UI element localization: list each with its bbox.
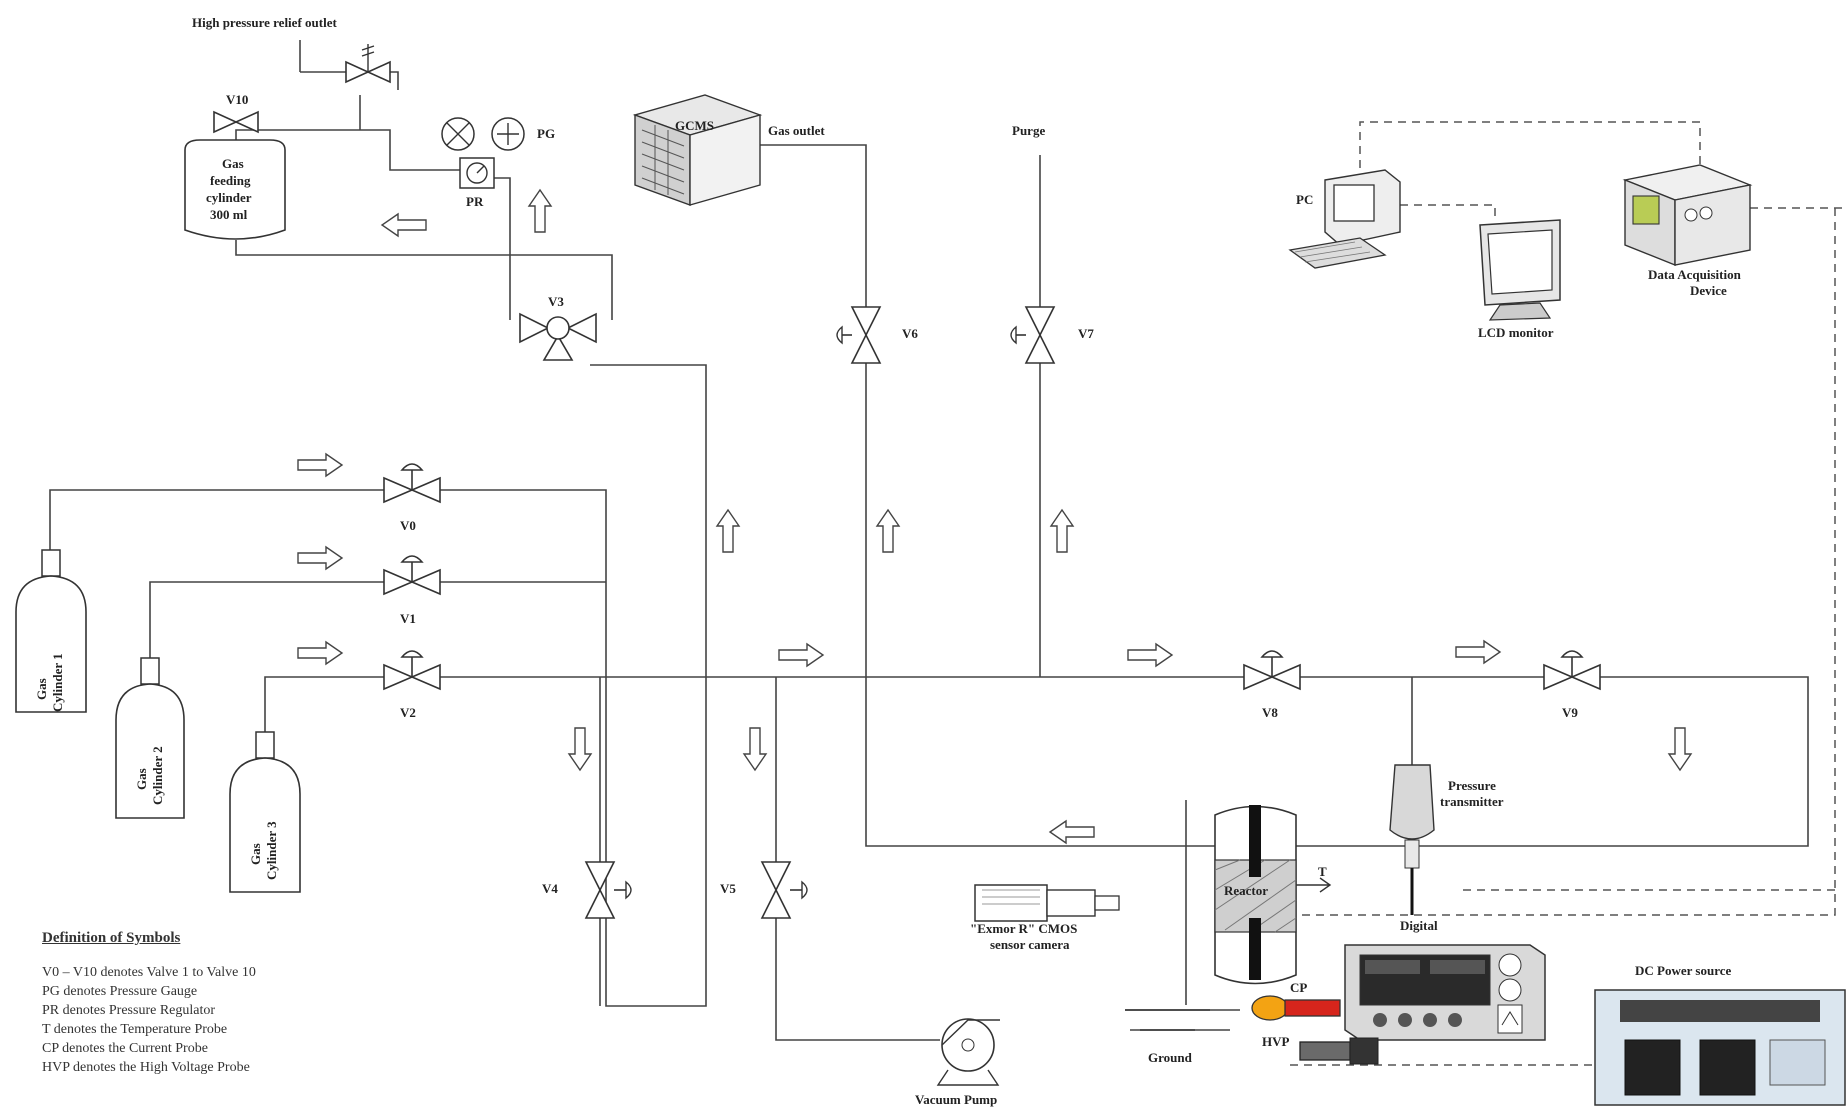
feed-cyl-label-3: cylinder [206, 190, 252, 205]
cmos-camera [975, 885, 1119, 921]
cyl1-label-b: Cylinder 1 [50, 653, 65, 712]
cyl2-label-a: Gas [134, 768, 149, 790]
pc-icon [1290, 170, 1400, 268]
cyl3-label-a: Gas [248, 843, 263, 865]
signal-lines [1290, 122, 1845, 1065]
gcms-instrument [635, 95, 760, 205]
pressure-label-2: transmitter [1440, 794, 1504, 809]
oscilloscope-label: Digital [1400, 918, 1438, 933]
pg-label: PG [537, 126, 555, 141]
cyl1-label-a: Gas [34, 678, 49, 700]
daq-label-2: Device [1690, 283, 1727, 298]
v1-label: V1 [400, 611, 416, 626]
gas-outlet-label: Gas outlet [768, 123, 825, 138]
v7-label: V7 [1078, 326, 1094, 341]
v5-label: V5 [720, 881, 736, 896]
hvp-label: HVP [1262, 1034, 1290, 1049]
legend-line: V0 – V10 denotes Valve 1 to Valve 10 [42, 963, 256, 982]
v8-label: V8 [1262, 705, 1278, 720]
valve-v9 [1544, 651, 1600, 689]
valve-v2 [384, 651, 440, 689]
lcd-label: LCD monitor [1478, 325, 1554, 340]
relief-valve [346, 44, 390, 82]
digital-oscilloscope [1345, 945, 1545, 1040]
vacuum-label: Vacuum Pump [915, 1092, 997, 1107]
v3-label: V3 [548, 294, 564, 309]
valve-v5 [762, 862, 807, 918]
valve-v8 [1244, 651, 1300, 689]
valve-v7 [1011, 307, 1054, 363]
legend-title: Definition of Symbols [42, 930, 256, 947]
v9-label: V9 [1562, 705, 1578, 720]
cyl3-label-b: Cylinder 3 [264, 821, 279, 880]
v2-label: V2 [400, 705, 416, 720]
reactor-label: Reactor [1224, 883, 1268, 898]
pressure-transmitter [1390, 765, 1434, 915]
valve-v10 [214, 112, 258, 132]
feed-cyl-label-1: Gas [222, 156, 244, 171]
purge-label: Purge [1012, 123, 1045, 138]
legend-line: PR denotes Pressure Regulator [42, 1001, 256, 1020]
pressure-regulator-icon [460, 158, 494, 188]
valve-v0 [384, 464, 440, 502]
feed-cyl-label-2: feeding [210, 173, 251, 188]
v0-label: V0 [400, 518, 416, 533]
t-label: T [1318, 864, 1327, 879]
legend-line: PG denotes Pressure Gauge [42, 982, 256, 1001]
camera-label-2: sensor camera [990, 937, 1070, 952]
feed-cyl-label-4: 300 ml [210, 207, 248, 222]
pipework [50, 40, 1808, 1040]
current-probe [1252, 996, 1340, 1020]
legend-line: T denotes the Temperature Probe [42, 1020, 256, 1039]
valve-v4 [586, 862, 631, 918]
ground-symbol [1125, 1010, 1210, 1030]
lcd-monitor-icon [1480, 220, 1560, 320]
flow-arrows [298, 190, 1691, 843]
camera-label-1: "Exmor R" CMOS [970, 921, 1077, 936]
high-voltage-probe [1300, 1038, 1378, 1064]
relief-outlet-label: High pressure relief outlet [192, 15, 337, 30]
dc-power-label: DC Power source [1635, 963, 1732, 978]
v6-label: V6 [902, 326, 918, 341]
ground-label: Ground [1148, 1050, 1193, 1065]
pr-label: PR [466, 194, 484, 209]
valve-v1 [384, 556, 440, 594]
valve-v6 [837, 307, 880, 363]
vacuum-pump [938, 1019, 1000, 1085]
legend-line: CP denotes the Current Probe [42, 1039, 256, 1058]
data-acquisition-device [1625, 165, 1750, 265]
gcms-label: GCMS [675, 118, 714, 133]
pressure-label-1: Pressure [1448, 778, 1496, 793]
legend-line: HVP denotes the High Voltage Probe [42, 1058, 256, 1077]
v10-label: V10 [226, 92, 248, 107]
dc-power-source [1595, 990, 1845, 1105]
symbol-legend: Definition of Symbols V0 – V10 denotes V… [42, 930, 256, 1077]
cyl2-label-b: Cylinder 2 [150, 746, 165, 805]
valve-v3 [520, 314, 596, 360]
pressure-gauge-icon [442, 118, 524, 150]
cp-label: CP [1290, 980, 1307, 995]
pc-label: PC [1296, 192, 1313, 207]
daq-label-1: Data Acquisition [1648, 267, 1742, 282]
v4-label: V4 [542, 881, 558, 896]
